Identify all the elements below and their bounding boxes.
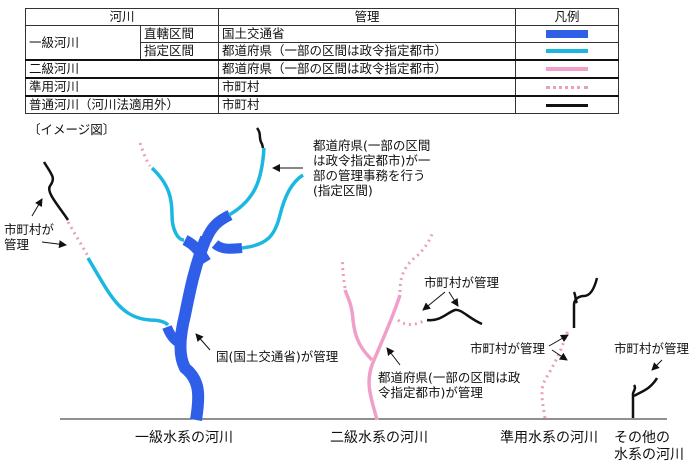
annotation-national: 国(国土交通省)が管理	[216, 349, 339, 364]
annotation-left-municipal-2: 管理	[4, 237, 30, 252]
row-second-class-management: 都道府県（一部の区間は政令指定都市）	[218, 59, 516, 79]
annotation-prefecture-4: (指定区間)	[313, 183, 373, 198]
row-ordinary-management: 市町村	[218, 95, 516, 114]
second-class-river-icon	[341, 233, 483, 421]
annotation-prefecture-3: 部の管理事務を行う	[313, 168, 426, 183]
annotation-semi-municipal: 市町村が管理	[470, 341, 546, 356]
annotation-second-class-municipal: 市町村が管理	[424, 275, 500, 290]
annotation-prefecture-2: は政令指定都市)が一	[313, 153, 431, 168]
row-ordinary-river: 普通河川（河川法適用外）	[25, 95, 219, 114]
row-direct-section: 直轄区間	[140, 25, 219, 43]
legend-table: 河川 管理 凡例 一級河川 直轄区間 国土交通省 指定区間 都道府県（一部の区間…	[25, 8, 619, 114]
row-direct-management: 国土交通省	[218, 25, 516, 43]
label-first-class-system: 一級水系の河川	[135, 430, 233, 446]
legend-swatch-ordinary	[515, 95, 619, 114]
annotation-second-class-prefecture-1: 都道府県(一部の区間は政	[378, 370, 521, 385]
annotation-left-municipal-1: 市町村が	[4, 222, 55, 237]
annotation-prefecture-1: 都道府県(一部の区間	[313, 138, 431, 153]
annotation-second-class-prefecture-2: 令指定都市)が管理	[378, 385, 483, 400]
label-semi-system: 準用水系の河川	[500, 430, 598, 446]
label-second-class-system: 二級水系の河川	[330, 430, 428, 446]
first-class-river-icon	[42, 127, 305, 421]
other-river-icon	[631, 377, 659, 418]
legend-swatch-national	[515, 25, 619, 43]
annotation-other-municipal: 市町村が管理	[614, 341, 690, 356]
label-other-system-2: 水系の河川	[614, 447, 684, 463]
image-label: 〔イメージ図〕	[28, 122, 116, 137]
label-other-system-1: その他の	[614, 430, 670, 446]
header-river: 河川	[25, 8, 219, 26]
semi-river-icon	[540, 277, 599, 419]
